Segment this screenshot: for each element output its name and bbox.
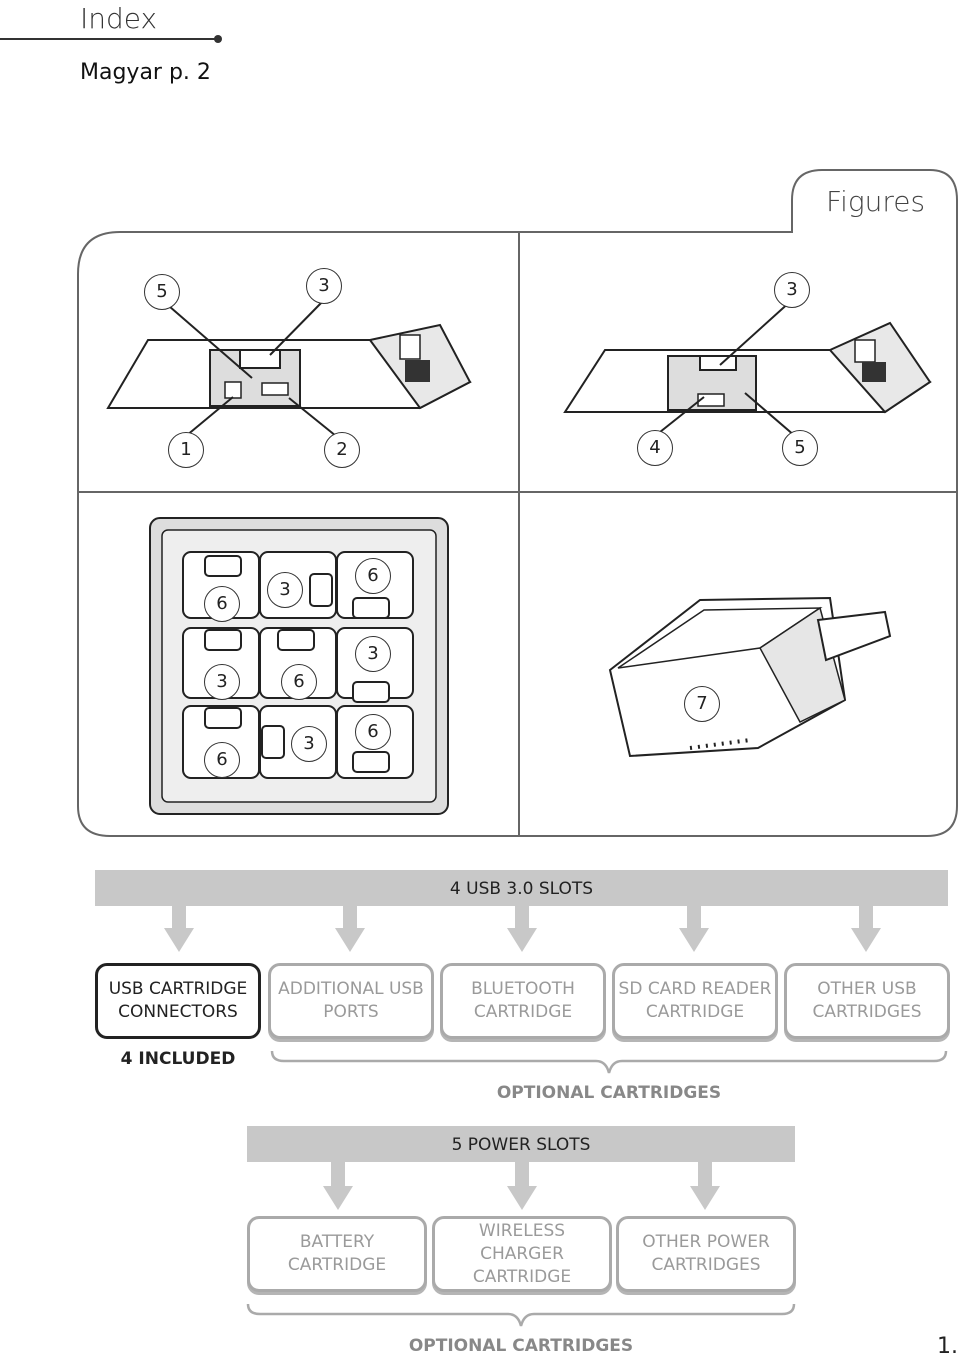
power-arrows: [323, 1162, 720, 1210]
box-label-line: BATTERY CARTRIDGE: [287, 1232, 387, 1275]
callout-badge: 1: [168, 432, 204, 468]
callout-badge: 5: [144, 274, 180, 310]
callout-badge: 3: [355, 636, 391, 672]
callout-badge: 3: [291, 726, 327, 762]
cartridge-illustration: [608, 596, 892, 758]
battery-cartridge-box: BATTERY CARTRIDGE: [247, 1216, 427, 1292]
callout-badge: 2: [324, 432, 360, 468]
usb-cartridge-connectors-box: USB CARTRIDGE CONNECTORS: [95, 963, 261, 1039]
box-label-line: OTHER POWER: [642, 1232, 770, 1252]
usb-optional-cartridges-label: OPTIONAL CARTRIDGES: [496, 1083, 722, 1103]
box-label-line: OTHER USB: [817, 979, 917, 999]
box-label-line: CONNECTORS: [118, 1002, 238, 1022]
box-label-line: CARTRIDGE: [473, 1002, 573, 1022]
callout-badge: 6: [355, 714, 391, 750]
box-label-line: PORTS: [323, 1002, 379, 1022]
device-rear-view-illustration: [563, 299, 932, 437]
box-label-line: WIRELESS CHARGER: [478, 1220, 566, 1264]
box-label-line: CARTRIDGES: [651, 1255, 761, 1275]
box-label-line: CARTRIDGE: [645, 1002, 745, 1022]
figures-border: [77, 169, 958, 837]
power-slots-banner: 5 POWER SLOTS: [247, 1126, 795, 1162]
callout-badge: 3: [204, 664, 240, 700]
usb-slots-banner: 4 USB 3.0 SLOTS: [95, 870, 948, 906]
title-underline-dot: [214, 35, 222, 43]
callout-badge: 6: [355, 558, 391, 594]
other-power-cartridges-box: OTHER POWER CARTRIDGES: [616, 1216, 796, 1292]
title-underline: [0, 38, 218, 40]
additional-usb-ports-box: ADDITIONAL USB PORTS: [268, 963, 434, 1039]
callout-badge: 3: [267, 572, 303, 608]
device-front-view-illustration: [106, 299, 472, 437]
sd-card-reader-cartridge-box: SD CARD READER CARTRIDGE: [612, 963, 778, 1039]
figures-frame: [77, 169, 958, 837]
box-label-line: CARTRIDGES: [812, 1002, 922, 1022]
bluetooth-cartridge-box: BLUETOOTH CARTRIDGE: [440, 963, 606, 1039]
included-label: 4 INCLUDED: [120, 1049, 236, 1069]
box-label-line: BLUETOOTH: [471, 979, 575, 999]
callout-badge: 6: [281, 664, 317, 700]
box-label-line: USB CARTRIDGE: [108, 979, 248, 999]
box-label-line: ADDITIONAL USB: [278, 979, 424, 999]
callout-badge: 6: [204, 742, 240, 778]
figures-title: Figures: [826, 185, 926, 218]
box-label-line: SD CARD READER: [618, 979, 772, 999]
power-optional-cartridges-label: OPTIONAL CARTRIDGES: [408, 1336, 634, 1356]
callout-badge: 7: [684, 686, 720, 722]
language-link-magyar[interactable]: Magyar p. 2: [80, 60, 211, 85]
callout-badge: 3: [306, 268, 342, 304]
callout-badge: 3: [774, 272, 810, 308]
callout-badge: 4: [637, 430, 673, 466]
other-usb-cartridges-box: OTHER USB CARTRIDGES: [784, 963, 950, 1039]
callout-badge: 5: [782, 430, 818, 466]
box-label-line: CARTRIDGE: [472, 1266, 572, 1287]
usb-arrows: [164, 904, 881, 952]
page-number: 1.: [937, 1334, 958, 1359]
usb-optional-brace: [270, 1050, 948, 1074]
section-title: Index: [80, 2, 158, 35]
callout-badge: 6: [204, 586, 240, 622]
power-optional-brace: [246, 1303, 796, 1327]
